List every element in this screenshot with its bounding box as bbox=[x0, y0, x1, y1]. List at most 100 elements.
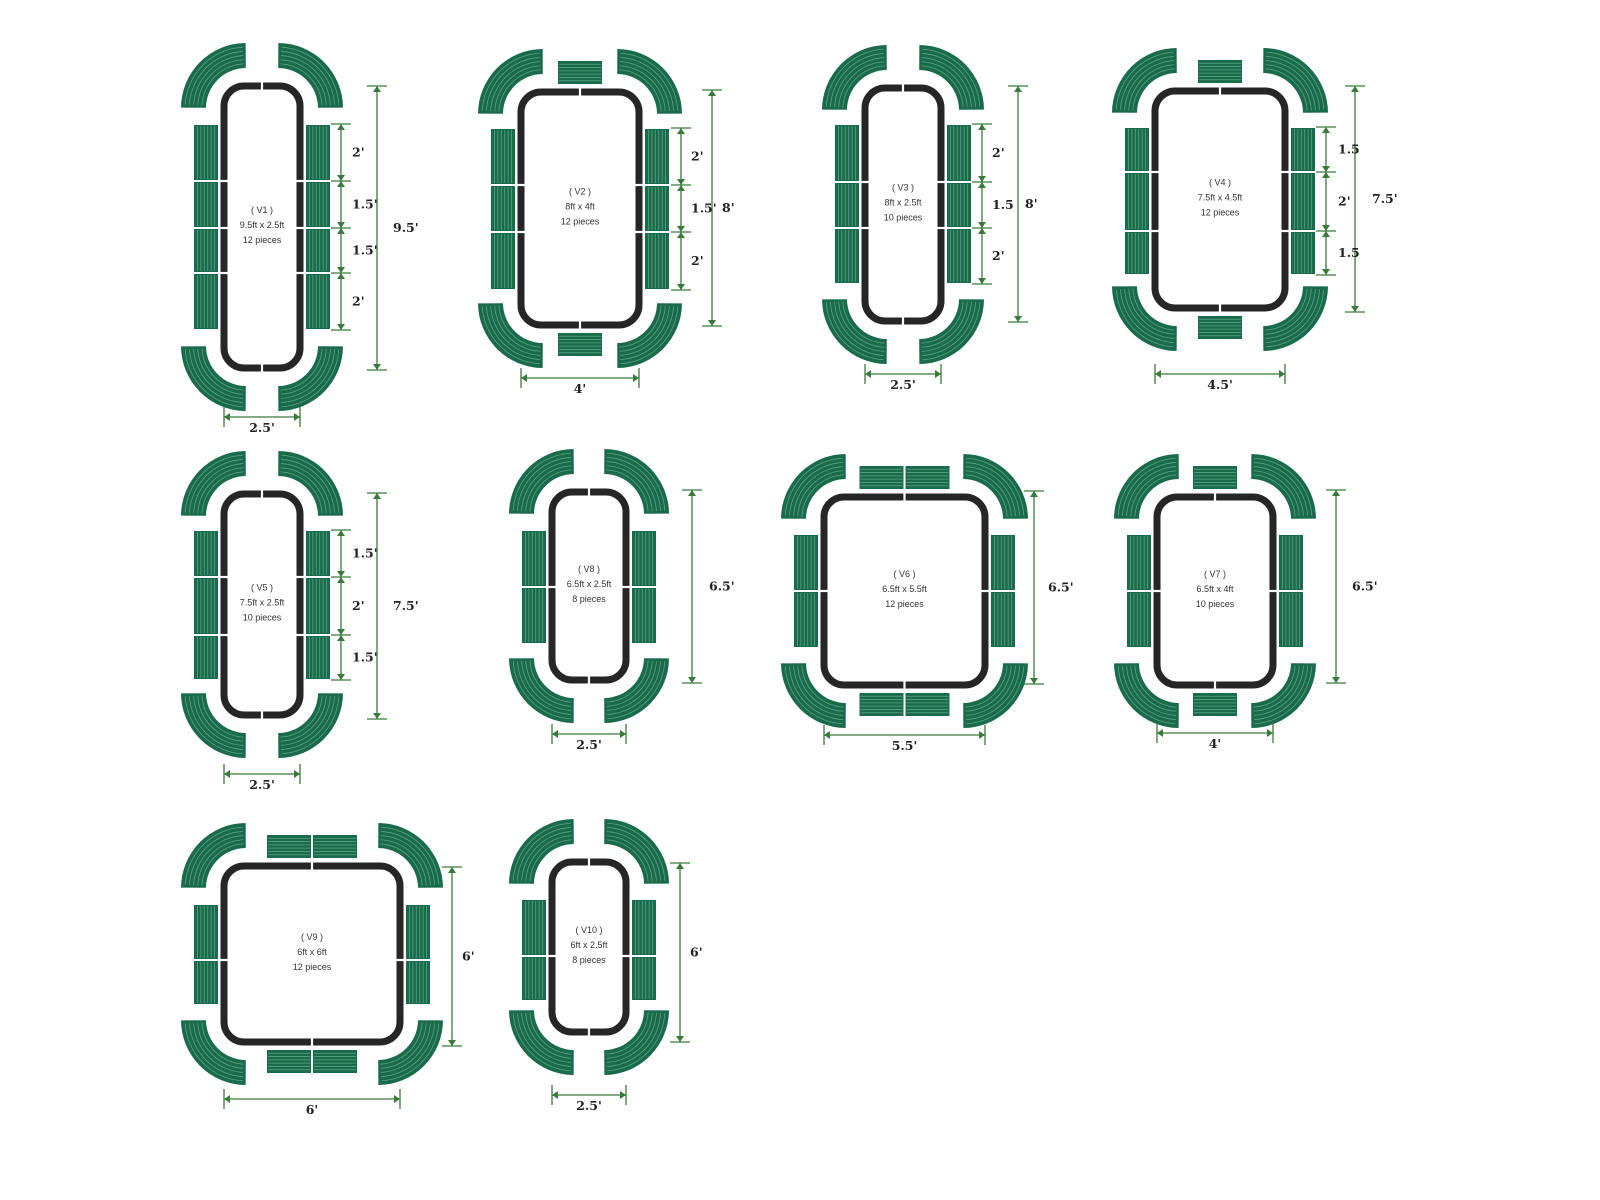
corner-seat-br-body bbox=[278, 346, 343, 411]
config-pieces: 8 pieces bbox=[572, 955, 606, 965]
corner-seat-tr-body bbox=[604, 449, 669, 514]
corner-seat-br-stripe bbox=[921, 301, 968, 348]
side-seat-right-body bbox=[991, 535, 1015, 590]
corner-seat-tl-stripe bbox=[197, 467, 244, 514]
config-name: ( V6 ) bbox=[893, 569, 915, 579]
corner-seat-tl-stripe bbox=[1120, 56, 1174, 110]
side-seat-left-body bbox=[194, 578, 218, 634]
corner-seat-br bbox=[617, 303, 682, 368]
corner-seat-bl-stripe bbox=[529, 660, 572, 703]
bottom-seat-body bbox=[859, 693, 904, 716]
corner-seat-br-stripe bbox=[281, 349, 335, 403]
segment-label: 2' bbox=[992, 248, 1005, 263]
corner-seat-tr-stripe bbox=[606, 839, 649, 882]
corner-seat-tr-stripe bbox=[281, 51, 335, 105]
side-seat-right bbox=[645, 129, 669, 184]
segment-dim-arrow bbox=[337, 181, 345, 187]
side-seat-right-body bbox=[632, 531, 656, 586]
corner-seat-tr-stripe bbox=[1254, 457, 1313, 516]
side-seat-right-body bbox=[632, 957, 656, 1000]
corner-seat-bl-stripe bbox=[1124, 288, 1175, 339]
side-seat-left bbox=[491, 129, 515, 184]
segment-dim-arrow bbox=[1322, 269, 1330, 275]
width-dim-arrow bbox=[865, 370, 871, 378]
height-dim-arrow bbox=[1014, 316, 1022, 322]
top-seat-body bbox=[558, 61, 602, 84]
corner-seat-br-stripe bbox=[921, 301, 964, 344]
side-seat-left bbox=[522, 957, 546, 1000]
side-seat-left bbox=[1125, 173, 1149, 230]
corner-seat-tl-stripe bbox=[1126, 466, 1177, 517]
segment-label: 2' bbox=[352, 145, 365, 160]
corner-seat-br-stripe bbox=[280, 348, 331, 399]
corner-seat-bl-stripe bbox=[197, 348, 244, 395]
corner-seat-tr bbox=[919, 45, 984, 110]
side-seat-left bbox=[194, 961, 218, 1004]
corner-seat-tr-stripe bbox=[1265, 60, 1316, 111]
corner-seat-tr-stripe bbox=[921, 61, 968, 108]
top-seat bbox=[1198, 60, 1242, 83]
side-seat-right bbox=[306, 274, 330, 329]
corner-seat-tr bbox=[378, 823, 443, 888]
segment-dim-arrow bbox=[337, 674, 345, 680]
corner-seat-br-stripe bbox=[1266, 289, 1325, 348]
corner-seat-tr-stripe bbox=[381, 831, 435, 885]
corner-seat-tl-stripe bbox=[1134, 474, 1177, 517]
corner-seat-bl-stripe bbox=[1134, 665, 1177, 708]
config-size: 6.5ft x 5.5ft bbox=[882, 584, 927, 594]
side-seat-left-body bbox=[1125, 128, 1149, 171]
side-seat-right-body bbox=[406, 905, 430, 959]
corner-seat-br-stripe bbox=[1254, 666, 1313, 725]
corner-seat-bl-stripe bbox=[517, 661, 571, 715]
top-seat-body bbox=[1198, 60, 1242, 83]
corner-seat-br-stripe bbox=[607, 1013, 661, 1067]
corner-seat-bl-stripe bbox=[801, 665, 844, 708]
width-label: 6' bbox=[306, 1102, 319, 1117]
corner-seat-bl-stripe bbox=[529, 1012, 572, 1055]
height-dim-arrow bbox=[373, 86, 381, 92]
side-seat-right bbox=[632, 900, 656, 955]
corner-seat-tr-stripe bbox=[619, 65, 666, 112]
corner-seat-tr-body bbox=[963, 454, 1028, 519]
side-seat-right-body bbox=[306, 229, 330, 272]
corner-seat-bl-body bbox=[478, 303, 543, 368]
segment-label: 1.5' bbox=[352, 650, 378, 665]
corner-seat-tl-stripe bbox=[197, 59, 244, 106]
corner-seat-bl-stripe bbox=[834, 301, 885, 352]
corner-seat-tr-stripe bbox=[1253, 470, 1300, 517]
corner-seat-tr-stripe bbox=[1266, 56, 1320, 110]
corner-seat-tr bbox=[604, 819, 669, 884]
top-seat bbox=[1193, 466, 1237, 489]
corner-seat-tl-stripe bbox=[789, 462, 843, 516]
corner-seat-bl-stripe bbox=[1128, 288, 1175, 335]
corner-seat-tr-stripe bbox=[965, 470, 1012, 517]
corner-seat-bl-stripe bbox=[512, 1013, 571, 1072]
side-seat-left-body bbox=[491, 129, 515, 184]
segment-dim-arrow bbox=[337, 222, 345, 228]
corner-seat-bl-body bbox=[822, 299, 887, 364]
corner-seat-br-stripe bbox=[380, 1022, 431, 1073]
width-label: 2.5' bbox=[249, 420, 275, 435]
segment-dim-arrow bbox=[1322, 127, 1330, 133]
side-seat-right bbox=[991, 592, 1015, 647]
corner-seat-tl-stripe bbox=[801, 474, 844, 517]
corner-seat-tl-stripe bbox=[498, 69, 541, 112]
width-dim-arrow bbox=[224, 770, 230, 778]
side-seat-left bbox=[194, 636, 218, 679]
config-pieces: 10 pieces bbox=[884, 213, 923, 223]
config-size: 9.5ft x 2.5ft bbox=[240, 220, 285, 230]
side-seat-right-body bbox=[406, 961, 430, 1004]
corner-seat-bl-stripe bbox=[838, 301, 885, 348]
segment-dim-arrow bbox=[337, 175, 345, 181]
segment-dim-arrow bbox=[1322, 225, 1330, 231]
corner-seat-br-stripe bbox=[921, 301, 972, 352]
config-name: ( V10 ) bbox=[575, 925, 602, 935]
top-seat bbox=[267, 835, 311, 858]
corner-seat-br-body bbox=[604, 1010, 669, 1075]
height-label: 6' bbox=[690, 945, 703, 960]
